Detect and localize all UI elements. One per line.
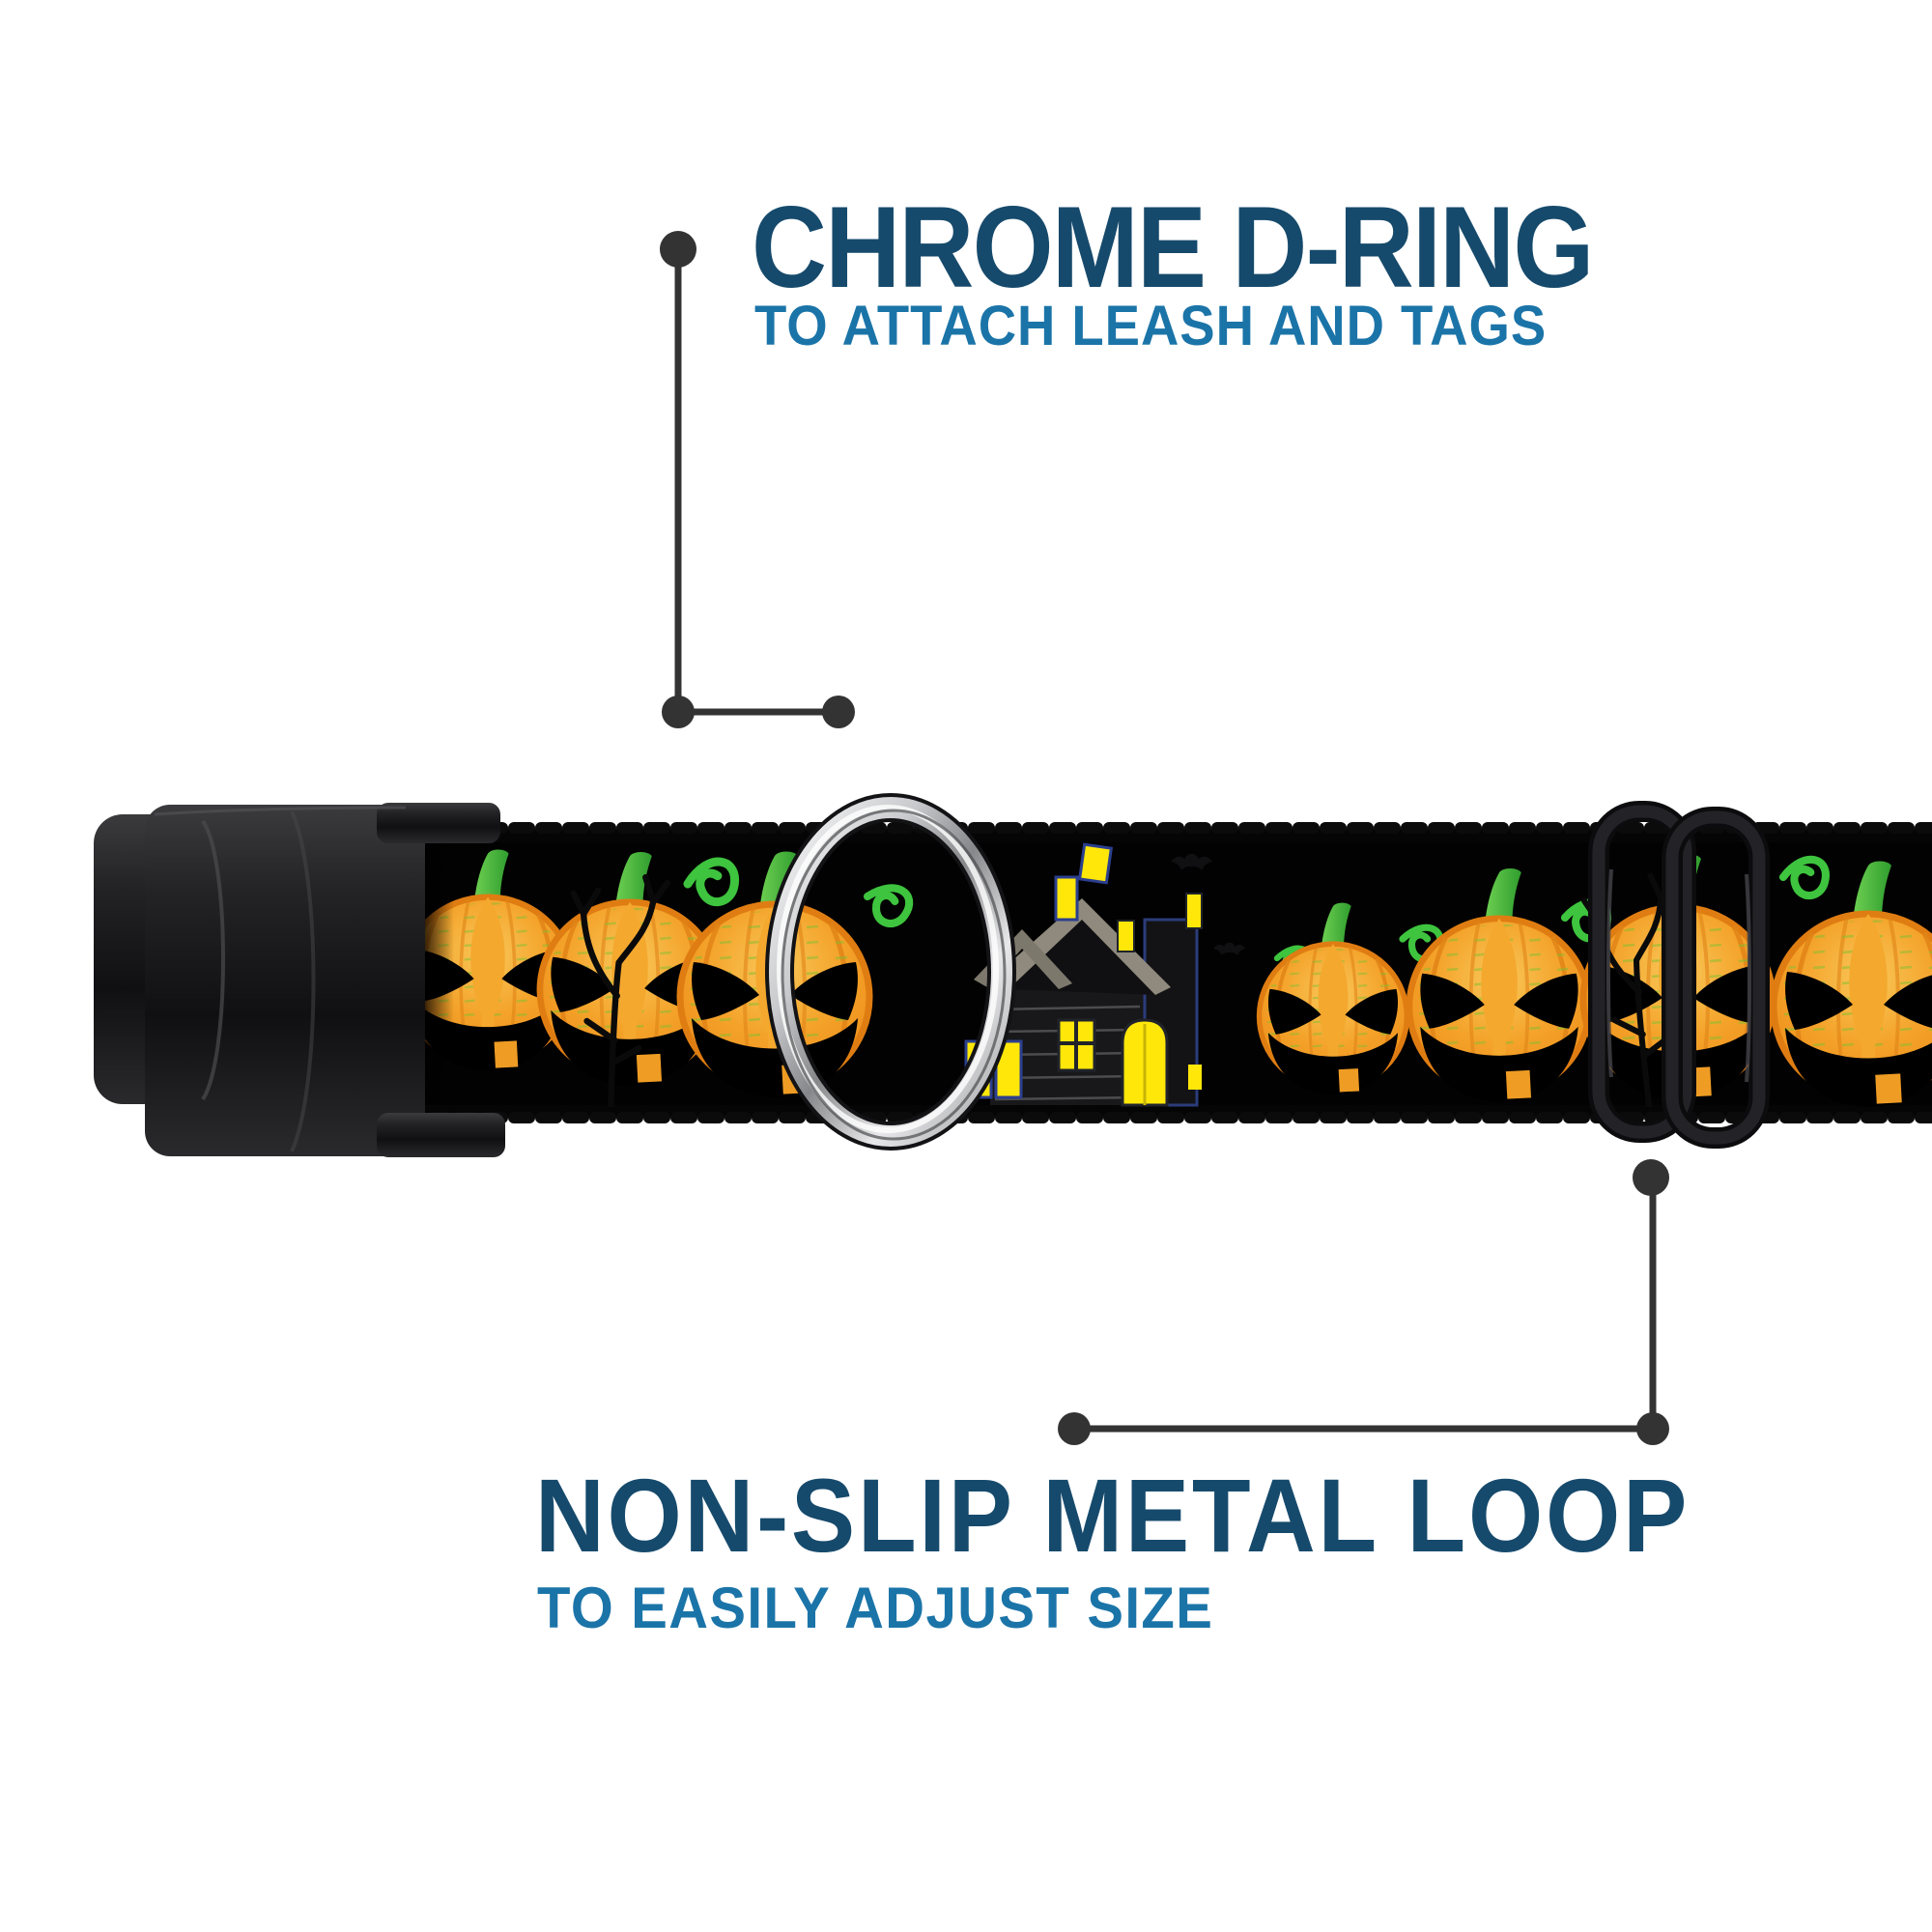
side-release-buckle	[94, 803, 505, 1157]
bottom-callout-title: NON-SLIP METAL LOOP	[535, 1457, 1690, 1574]
collar-strap	[386, 822, 1932, 1123]
bottom-callout-subtitle: TO EASILY ADJUST SIZE	[537, 1576, 1214, 1640]
top-callout-title: CHROME D-RING	[752, 183, 1594, 312]
bottom-callout-connector	[1058, 1159, 1669, 1445]
connector-dot	[822, 696, 855, 728]
strap-print-pattern	[403, 842, 1932, 1120]
top-callout-connector	[660, 231, 855, 728]
haunted-house	[964, 842, 1246, 1107]
chrome-d-ring	[765, 793, 1016, 1151]
top-callout-subtitle: TO ATTACH LEASH AND TAGS	[754, 295, 1548, 357]
metal-loop-slider	[1588, 801, 1770, 1149]
connector-dot	[1058, 1412, 1091, 1445]
